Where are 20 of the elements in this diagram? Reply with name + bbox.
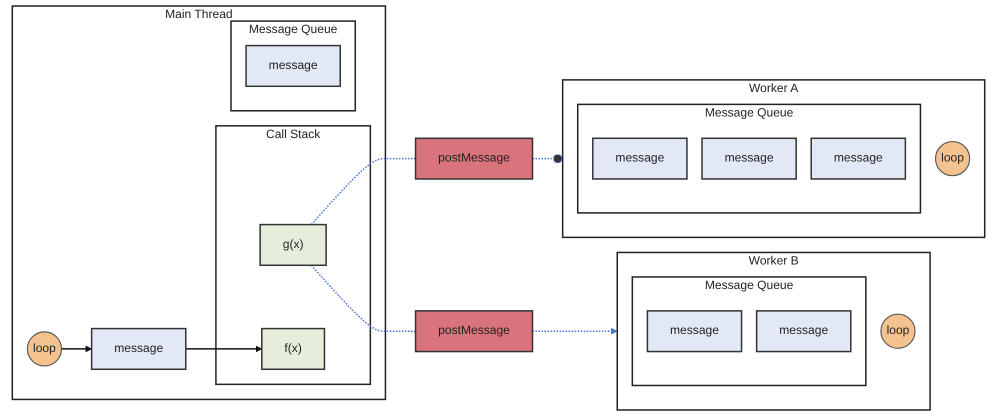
node-box: postMessage (414, 138, 534, 180)
node-box: message (756, 310, 852, 352)
node-circle: loop (26, 331, 62, 367)
node-box: message (90, 328, 187, 370)
node-box: message (701, 138, 797, 180)
node-box: message (245, 44, 341, 88)
node-circle: loop (934, 141, 970, 176)
node-box: f(x) (261, 328, 326, 370)
arrow (61, 346, 92, 352)
node-circle: loop (880, 314, 916, 349)
node-box: postMessage (414, 310, 534, 352)
node-box: message (810, 138, 906, 180)
connector (532, 154, 563, 164)
connector (310, 158, 416, 226)
arrow (532, 328, 618, 335)
node-box: g(x) (259, 224, 327, 266)
node-box: message (592, 138, 688, 180)
arrow (186, 346, 262, 352)
node-box: message (646, 310, 742, 352)
connector (310, 264, 416, 332)
